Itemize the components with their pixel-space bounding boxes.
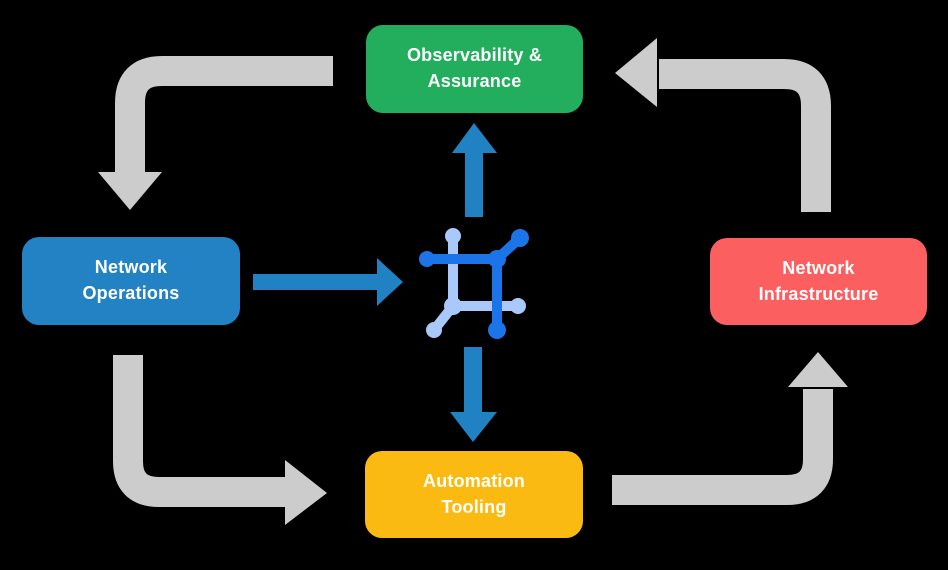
node-automation-tooling: Automation Tooling bbox=[365, 451, 583, 538]
arrow-head-right bbox=[285, 460, 327, 525]
icon-node-top-right bbox=[511, 229, 529, 247]
icon-node-bottom-left bbox=[426, 322, 442, 338]
icon-node-right bbox=[510, 298, 526, 314]
arrow-operations-to-automation bbox=[113, 355, 327, 525]
arrow-observability-to-operations bbox=[98, 56, 333, 210]
icon-junction-bottom-left bbox=[444, 297, 462, 315]
arrow-automation-to-infrastructure bbox=[612, 352, 848, 505]
node-observability-assurance: Observability & Assurance bbox=[366, 25, 583, 113]
node-network-operations: Network Operations bbox=[22, 237, 240, 325]
arrow-platform-to-observability bbox=[452, 123, 497, 217]
arrow-elbow bbox=[115, 56, 333, 174]
arrow-elbow bbox=[113, 355, 287, 507]
icon-junction-top-right bbox=[488, 250, 506, 268]
arrow-head-up bbox=[788, 352, 848, 387]
icon-node-top bbox=[445, 228, 461, 244]
arrow-elbow bbox=[659, 59, 831, 212]
icon-dark-segments bbox=[419, 229, 529, 339]
arrow-infrastructure-to-observability bbox=[615, 38, 831, 212]
node-label: Network Infrastructure bbox=[758, 257, 879, 304]
arrow-platform-to-automation bbox=[450, 347, 497, 442]
arrow-head-down bbox=[98, 172, 162, 210]
node-label: Automation Tooling bbox=[423, 470, 525, 517]
arrow-operations-to-platform bbox=[253, 258, 403, 306]
icon-node-bottom bbox=[488, 321, 506, 339]
node-label: Network Operations bbox=[82, 257, 180, 303]
network-automation-icon bbox=[419, 228, 529, 339]
arrow-elbow bbox=[612, 389, 833, 505]
arrow-head-left bbox=[615, 38, 657, 107]
node-label: Observability & Assurance bbox=[406, 45, 543, 91]
icon-node-left bbox=[419, 251, 435, 267]
node-network-infrastructure: Network Infrastructure bbox=[710, 238, 927, 325]
